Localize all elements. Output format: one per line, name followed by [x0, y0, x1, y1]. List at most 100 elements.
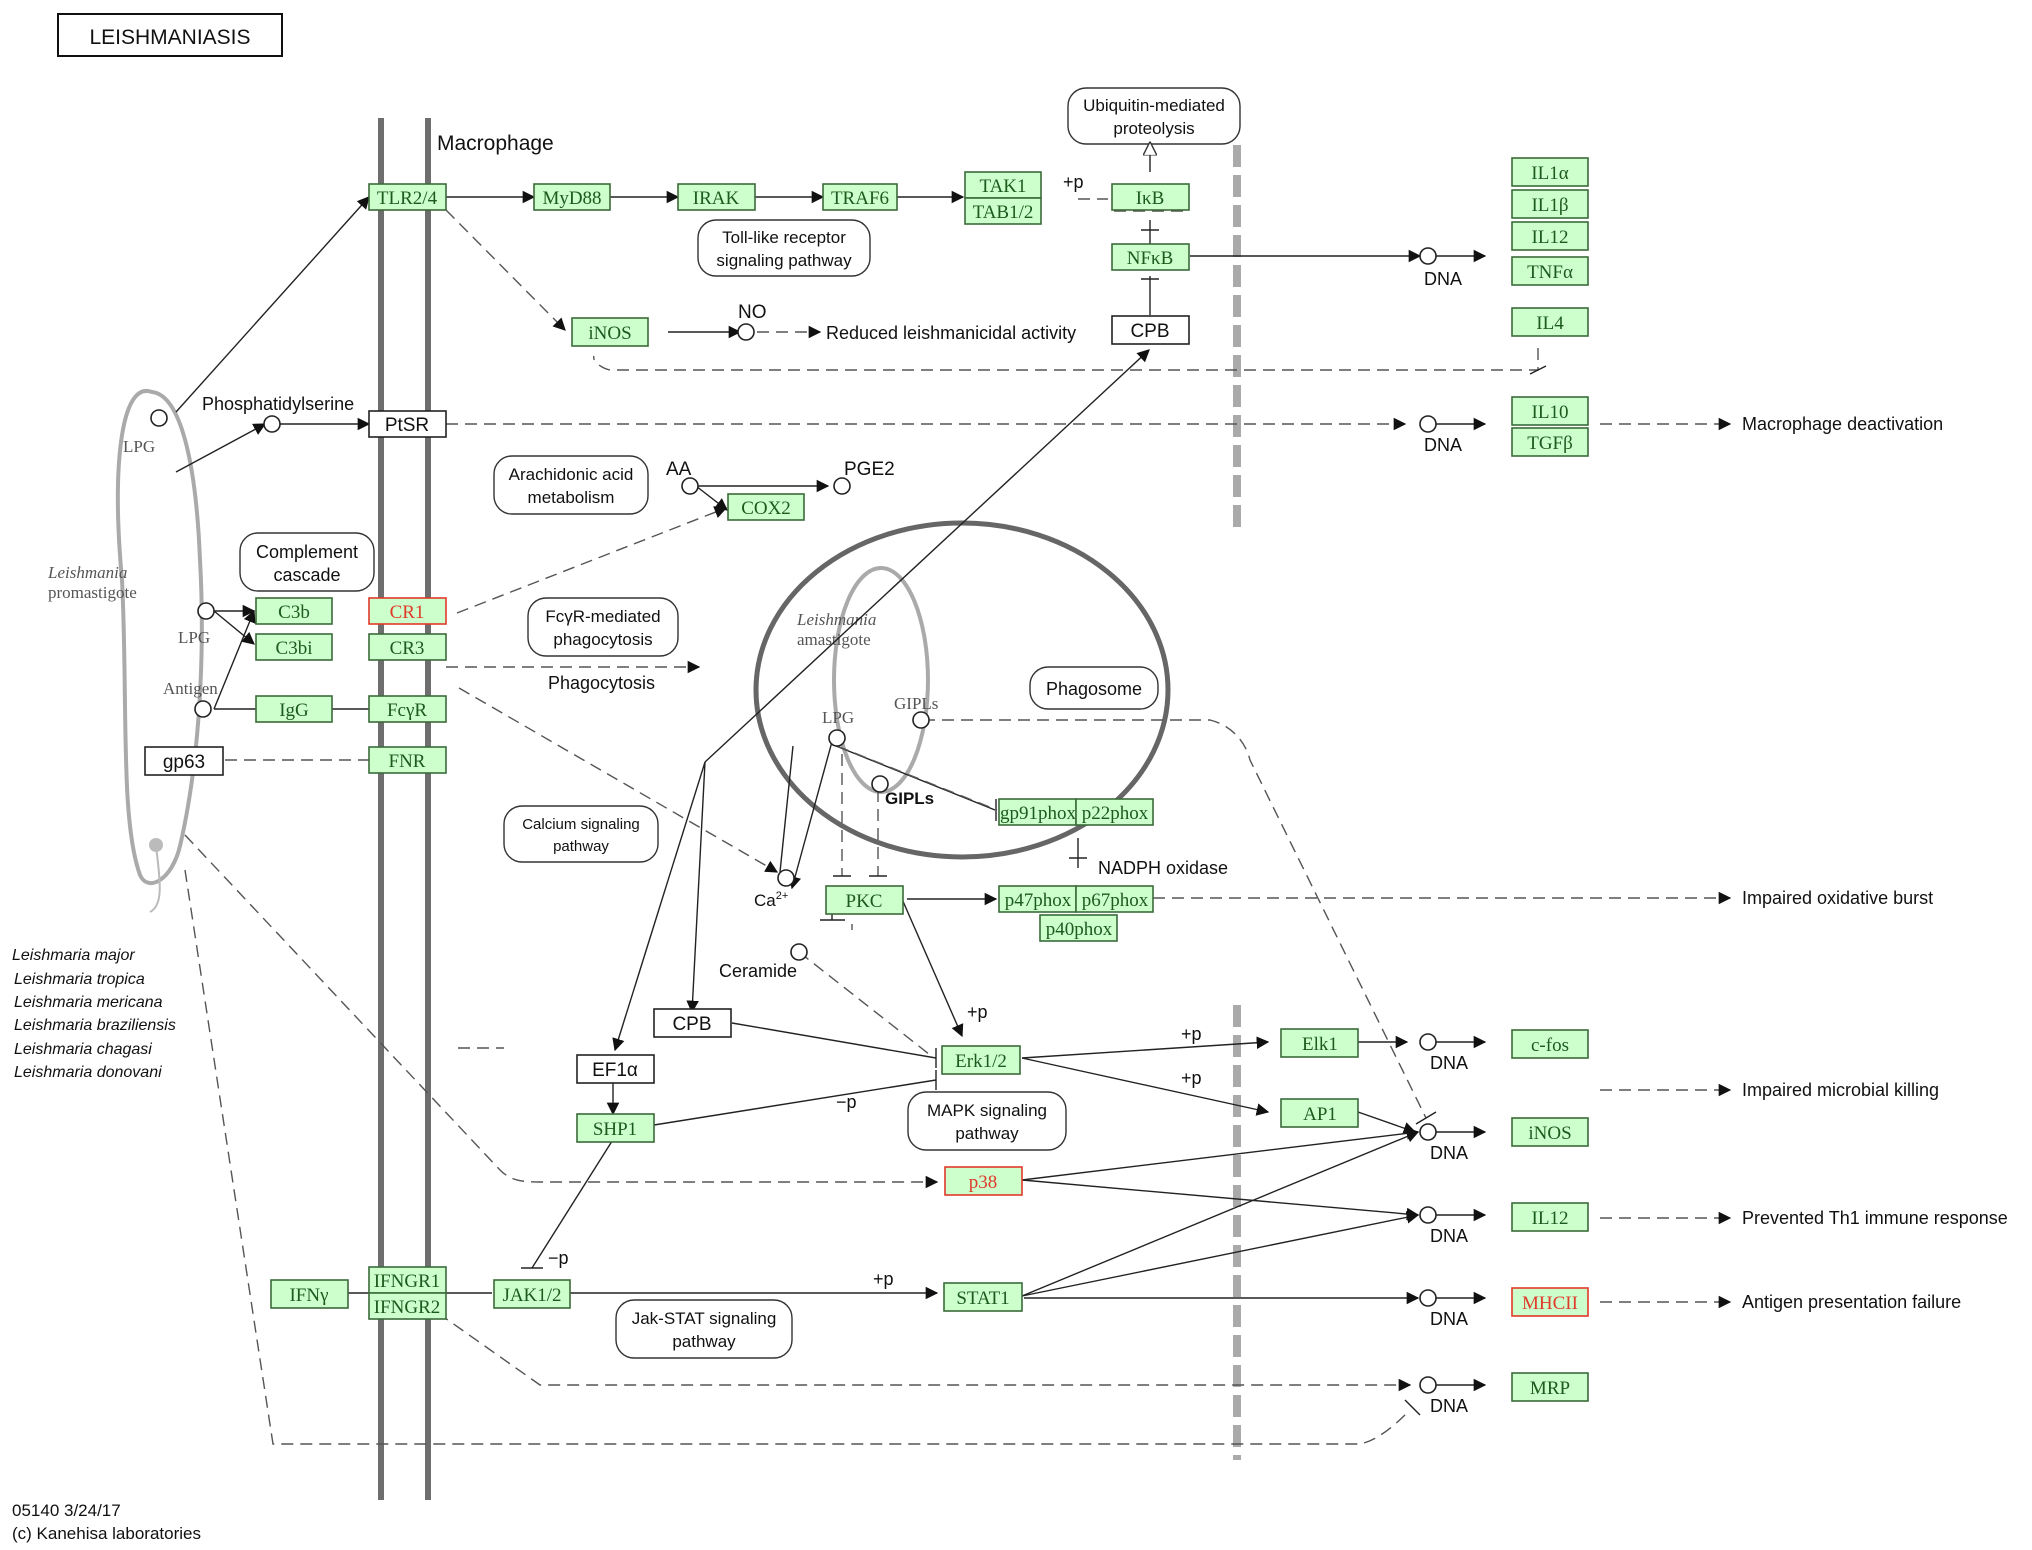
gene-p40phox[interactable]: p40phox — [1039, 914, 1118, 942]
footer-copyright: (c) Kanehisa laboratories — [12, 1524, 201, 1543]
gene-ikb[interactable]: IκB — [1111, 183, 1190, 211]
svg-text:p38: p38 — [969, 1172, 998, 1193]
svg-text:LEISHMANIASIS: LEISHMANIASIS — [89, 26, 250, 49]
node-cpb-top[interactable]: CPB — [1111, 315, 1190, 345]
gene-c3b[interactable]: C3b — [255, 597, 333, 625]
dna-label-2: DNA — [1424, 435, 1462, 455]
gene-gp91phox[interactable]: gp91phox — [998, 798, 1077, 826]
node-cpb-mid[interactable]: CPB — [653, 1008, 732, 1038]
svg-text:IL12: IL12 — [1532, 227, 1569, 248]
svg-text:SHP1: SHP1 — [593, 1119, 637, 1140]
outcome-th1-response: Prevented Th1 immune response — [1742, 1208, 2008, 1228]
svg-text:TNFα: TNFα — [1527, 262, 1573, 283]
pathway-map-complement[interactable]: Complement cascade — [239, 532, 375, 592]
svg-text:IL1α: IL1α — [1531, 163, 1568, 184]
gene-myd88[interactable]: MyD88 — [533, 183, 611, 211]
gene-il12-out[interactable]: IL12 — [1511, 1202, 1589, 1232]
svg-text:MHCII: MHCII — [1522, 1293, 1578, 1314]
gene-cr1[interactable]: CR1 — [368, 597, 447, 625]
pathway-map-jakstat[interactable]: Jak-STAT signaling pathway — [615, 1299, 793, 1359]
gene-p67phox[interactable]: p67phox — [1075, 885, 1154, 913]
outcome-phagocytosis: Phagocytosis — [548, 673, 655, 693]
phagosome-label-box: Phagosome — [1029, 666, 1159, 710]
gene-ifngr2[interactable]: IFNGR2 — [368, 1292, 447, 1320]
svg-text:IFNGR2: IFNGR2 — [374, 1297, 441, 1318]
svg-text:cascade: cascade — [273, 565, 340, 585]
aa-label: AA — [666, 459, 692, 480]
gene-inos-top[interactable]: iNOS — [571, 317, 649, 347]
lpg-label-1: LPG — [123, 437, 155, 456]
ceramide-label: Ceramide — [719, 961, 797, 981]
gene-ifny[interactable]: IFNγ — [270, 1279, 349, 1309]
svg-text:Leishmaria tropica: Leishmaria tropica — [14, 971, 145, 988]
svg-text:Phagosome: Phagosome — [1046, 679, 1142, 699]
gene-il10[interactable]: IL10 — [1511, 396, 1589, 426]
svg-text:Leishmaria mericana: Leishmaria mericana — [14, 994, 163, 1011]
gipls-label-1: GIPLs — [894, 694, 938, 713]
gene-igg[interactable]: IgG — [255, 695, 333, 723]
gene-ap1[interactable]: AP1 — [1280, 1098, 1359, 1128]
svg-text:pathway: pathway — [955, 1124, 1019, 1143]
gene-jak12[interactable]: JAK1/2 — [493, 1279, 571, 1309]
gene-cr3[interactable]: CR3 — [368, 633, 447, 661]
promastigote-label-1: Leishmania — [47, 563, 127, 582]
pathway-map-arachidonic[interactable]: Arachidonic acid metabolism — [493, 455, 649, 515]
gene-tnfa[interactable]: TNFα — [1511, 256, 1589, 286]
edge-label-plus-p-5: +p — [873, 1269, 894, 1289]
gene-c3bi[interactable]: C3bi — [255, 633, 333, 661]
gene-stat1[interactable]: STAT1 — [943, 1282, 1023, 1312]
svg-text:pathway: pathway — [553, 838, 609, 855]
gene-cox2[interactable]: COX2 — [727, 493, 805, 521]
gene-il4[interactable]: IL4 — [1511, 307, 1589, 337]
svg-text:IFNγ: IFNγ — [289, 1285, 328, 1306]
gene-traf6[interactable]: TRAF6 — [822, 183, 898, 211]
gene-ifngr1[interactable]: IFNGR1 — [368, 1266, 447, 1294]
solid-edges — [175, 143, 1487, 1392]
pathway-map-calcium[interactable]: Calcium signaling pathway — [503, 805, 659, 863]
node-gp63[interactable]: gp63 — [144, 746, 224, 776]
gene-inos-out[interactable]: iNOS — [1511, 1117, 1589, 1147]
svg-text:Leishmaria donovani: Leishmaria donovani — [14, 1064, 162, 1081]
gene-mhcii[interactable]: MHCII — [1511, 1287, 1589, 1317]
pathway-map-mapk[interactable]: MAPK signaling pathway — [907, 1091, 1067, 1151]
gene-p38[interactable]: p38 — [944, 1166, 1023, 1196]
gene-erk12[interactable]: Erk1/2 — [941, 1045, 1021, 1075]
pathway-map-fcyr[interactable]: FcγR-mediated phagocytosis — [527, 597, 679, 657]
gene-p47phox[interactable]: p47phox — [998, 885, 1077, 913]
gene-elk1[interactable]: Elk1 — [1280, 1028, 1359, 1058]
svg-text:IRAK: IRAK — [693, 188, 740, 209]
pathway-map-ubiquitin[interactable]: Ubiquitin-mediated proteolysis — [1067, 87, 1241, 145]
svg-text:IL10: IL10 — [1532, 402, 1569, 423]
gene-shp1[interactable]: SHP1 — [576, 1113, 655, 1143]
gene-pkc[interactable]: PKC — [825, 885, 904, 915]
gene-irak[interactable]: IRAK — [677, 183, 756, 211]
svg-text:c-fos: c-fos — [1531, 1035, 1569, 1056]
svg-text:TAB1/2: TAB1/2 — [973, 202, 1034, 223]
node-ef1a[interactable]: EF1α — [576, 1054, 655, 1084]
gene-cfos[interactable]: c-fos — [1511, 1029, 1589, 1059]
gene-p22phox[interactable]: p22phox — [1075, 798, 1154, 826]
pathway-map-tlr[interactable]: Toll-like receptor signaling pathway — [697, 219, 871, 277]
svg-text:pathway: pathway — [672, 1332, 736, 1351]
svg-text:metabolism: metabolism — [528, 488, 615, 507]
svg-text:MAPK signaling: MAPK signaling — [927, 1101, 1047, 1120]
node-ptsr[interactable]: PtSR — [368, 410, 447, 438]
gene-tlr24[interactable]: TLR2/4 — [368, 183, 447, 211]
gene-il1b[interactable]: IL1β — [1511, 189, 1589, 219]
gene-fnr[interactable]: FNR — [368, 746, 447, 774]
phosphatidylserine-label: Phosphatidylserine — [202, 394, 354, 414]
gene-nfkb[interactable]: NFκB — [1111, 243, 1190, 271]
gene-mrp[interactable]: MRP — [1511, 1372, 1589, 1402]
gene-tgfb[interactable]: TGFβ — [1511, 427, 1589, 457]
svg-text:p67phox: p67phox — [1082, 890, 1149, 911]
svg-text:NFκB: NFκB — [1127, 248, 1174, 269]
gene-il12-top[interactable]: IL12 — [1511, 221, 1589, 251]
gene-tab12[interactable]: TAB1/2 — [964, 197, 1042, 225]
svg-text:proteolysis: proteolysis — [1113, 119, 1194, 138]
svg-text:PtSR: PtSR — [385, 415, 429, 436]
svg-text:Erk1/2: Erk1/2 — [955, 1051, 1007, 1072]
edge-label-plus-p-4: +p — [1181, 1068, 1202, 1088]
gene-il1a[interactable]: IL1α — [1511, 157, 1589, 187]
gene-fcyr[interactable]: FcγR — [368, 695, 447, 723]
gene-tak1[interactable]: TAK1 — [964, 171, 1042, 199]
